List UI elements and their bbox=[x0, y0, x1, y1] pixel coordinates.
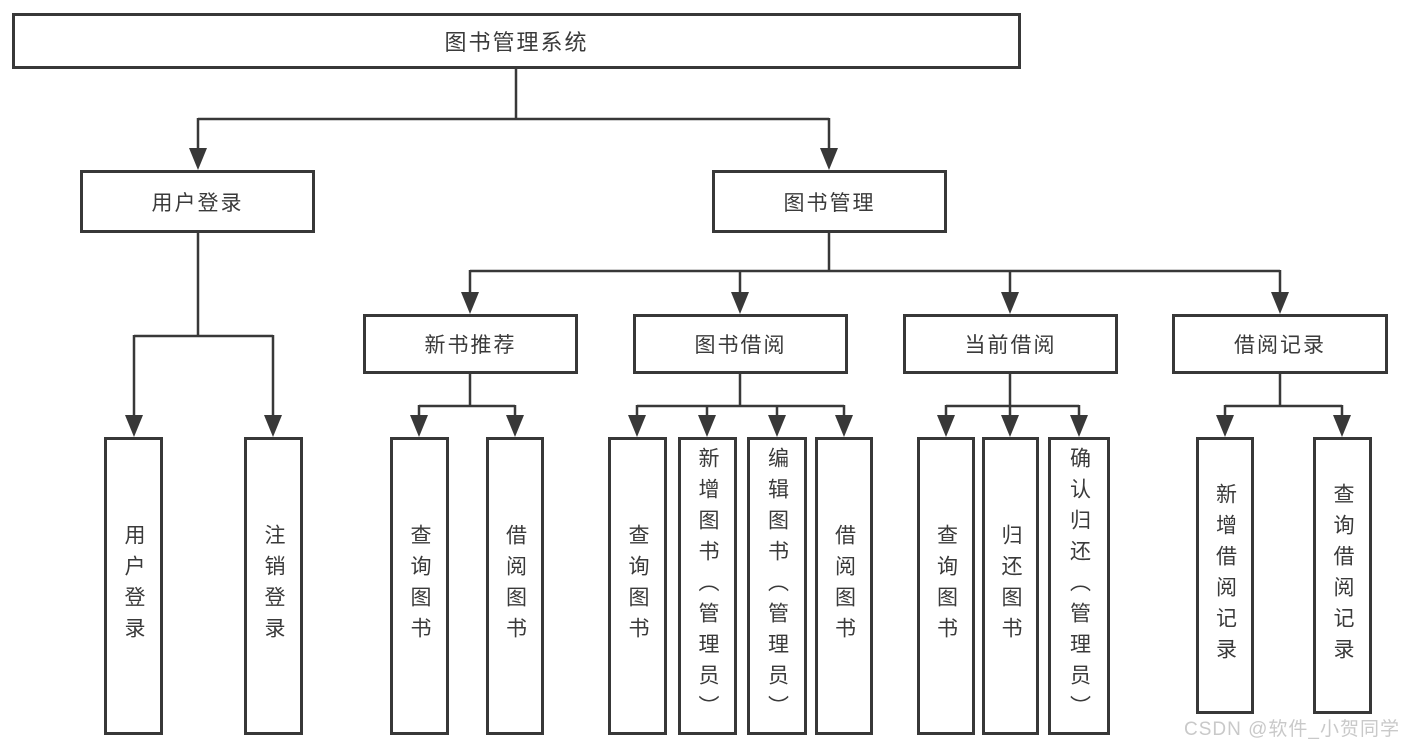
leaf-borrow-book: 借阅图书 bbox=[815, 437, 873, 735]
leaf-query-book-borrow: 查询图书 bbox=[608, 437, 667, 735]
arrow-down-icon bbox=[1333, 415, 1351, 437]
leaf-return-book: 归还图书 bbox=[982, 437, 1039, 735]
arrow-down-icon bbox=[1271, 292, 1289, 314]
arrow-down-icon bbox=[937, 415, 955, 437]
connector-bookborrow-to-leaves bbox=[635, 374, 846, 417]
arrow-down-icon bbox=[125, 415, 143, 437]
leaf-add-book-admin: 新增图书（管理员） bbox=[678, 437, 737, 735]
node-book-management: 图书管理 bbox=[712, 170, 947, 233]
leaf-confirm-return-admin: 确认归还（管理员） bbox=[1048, 437, 1110, 735]
watermark: CSDN @软件_小贺同学 bbox=[1184, 719, 1400, 740]
arrow-down-icon bbox=[1216, 415, 1234, 437]
node-user-login: 用户登录 bbox=[80, 170, 315, 233]
node-book-borrow: 图书借阅 bbox=[633, 314, 848, 374]
arrow-down-icon bbox=[1001, 415, 1019, 437]
arrow-down-icon bbox=[835, 415, 853, 437]
arrow-down-icon bbox=[189, 148, 207, 170]
leaf-query-borrow-record: 查询借阅记录 bbox=[1313, 437, 1372, 714]
leaf-query-book-current: 查询图书 bbox=[917, 437, 975, 735]
connector-records-to-leaves bbox=[1223, 374, 1344, 417]
arrow-down-icon bbox=[628, 415, 646, 437]
connector-bookmgmt-to-level3 bbox=[468, 233, 1282, 294]
leaf-user-login: 用户登录 bbox=[104, 437, 163, 735]
node-borrow-records: 借阅记录 bbox=[1172, 314, 1388, 374]
node-root: 图书管理系统 bbox=[12, 13, 1021, 69]
arrow-down-icon bbox=[506, 415, 524, 437]
arrow-down-icon bbox=[731, 292, 749, 314]
connector-newbook-to-leaves bbox=[417, 374, 517, 417]
leaf-borrow-book-recommend: 借阅图书 bbox=[486, 437, 544, 735]
arrow-down-icon bbox=[461, 292, 479, 314]
arrow-down-icon bbox=[698, 415, 716, 437]
leaf-query-book-recommend: 查询图书 bbox=[390, 437, 449, 735]
leaf-add-borrow-record: 新增借阅记录 bbox=[1196, 437, 1254, 714]
arrowheads bbox=[125, 148, 1351, 437]
arrow-down-icon bbox=[820, 148, 838, 170]
connector-root-to-level2 bbox=[196, 68, 831, 150]
node-new-book-recommend: 新书推荐 bbox=[363, 314, 578, 374]
connector-userlogin-to-leaves bbox=[132, 233, 275, 417]
leaf-logout: 注销登录 bbox=[244, 437, 303, 735]
connector-currentborrow-to-leaves bbox=[944, 374, 1081, 417]
arrow-down-icon bbox=[410, 415, 428, 437]
arrow-down-icon bbox=[1070, 415, 1088, 437]
node-current-borrow: 当前借阅 bbox=[903, 314, 1118, 374]
leaf-edit-book-admin: 编辑图书（管理员） bbox=[747, 437, 807, 735]
arrow-down-icon bbox=[264, 415, 282, 437]
arrow-down-icon bbox=[768, 415, 786, 437]
arrow-down-icon bbox=[1001, 292, 1019, 314]
